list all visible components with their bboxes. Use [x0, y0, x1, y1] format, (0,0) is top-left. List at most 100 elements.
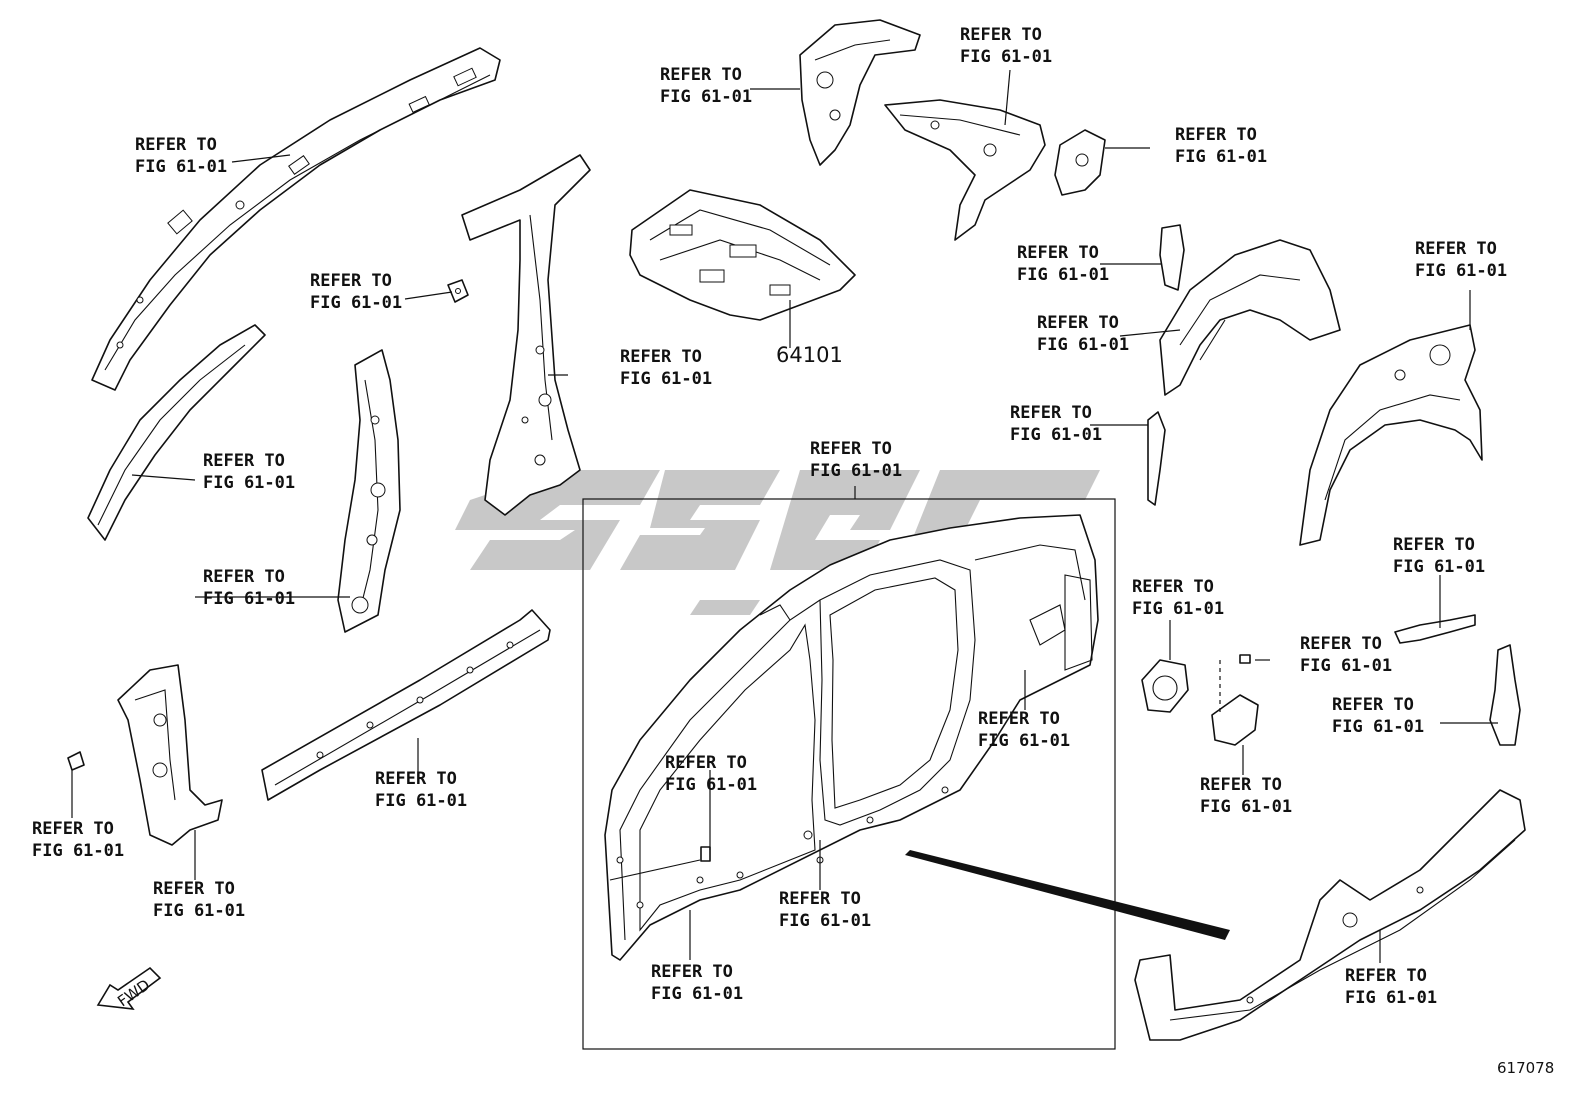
callout-line2: FIG 61-01 [1300, 656, 1392, 676]
center-pillar-reinforcement [337, 349, 401, 633]
callout-line1: REFER TO [620, 347, 702, 367]
callout-line1: REFER TO [1010, 403, 1092, 423]
callout-line1: REFER TO [1332, 695, 1414, 715]
callout-line2: FIG 61-01 [660, 87, 752, 107]
rocker-inner-panel [261, 609, 551, 801]
small-gusset [1159, 224, 1185, 291]
rear-quarter-lower [1134, 789, 1526, 1041]
callout-line2: FIG 61-01 [651, 984, 743, 1004]
callout-line1: REFER TO [1017, 243, 1099, 263]
callout-roof-rail-inner: REFER TO FIG 61-01 [203, 451, 295, 493]
callout-line1: REFER TO [203, 567, 285, 587]
callout-line2: FIG 61-01 [203, 589, 295, 609]
callout-line2: FIG 61-01 [1175, 147, 1267, 167]
center-pillar-outer [461, 154, 591, 516]
callout-line1: REFER TO [1415, 239, 1497, 259]
callout-wheel-house-outer: REFER TO FIG 61-01 [1415, 239, 1507, 281]
callout-bracket-b: REFER TO FIG 61-01 [32, 819, 124, 861]
callout-rocker-inner: REFER TO FIG 61-01 [375, 769, 467, 811]
rear-pillar-inner [884, 99, 1046, 241]
small-wavy-bracket [1394, 614, 1476, 644]
callout-line1: REFER TO [153, 879, 235, 899]
rear-lower-bracket [1489, 644, 1521, 746]
callout-clip-part: REFER TO FIG 61-01 [665, 753, 757, 795]
callout-wavy-bracket: REFER TO FIG 61-01 [1393, 535, 1485, 577]
callout-small-bracket: REFER TO FIG 61-01 [310, 271, 402, 313]
callout-rear-pillar-inner: REFER TO FIG 61-01 [960, 25, 1052, 67]
callout-line2: FIG 61-01 [810, 461, 902, 481]
callout-line2: FIG 61-01 [375, 791, 467, 811]
clip-part [700, 846, 711, 862]
callout-line2: FIG 61-01 [665, 775, 757, 795]
callout-line1: REFER TO [779, 889, 861, 909]
callout-line1: REFER TO [960, 25, 1042, 45]
callout-line2: FIG 61-01 [620, 369, 712, 389]
callout-center-pillar-reinf: REFER TO FIG 61-01 [203, 567, 295, 609]
small-bracket-a [447, 279, 469, 303]
callout-screw: REFER TO FIG 61-01 [1300, 634, 1392, 676]
callout-front-pillar-lower: REFER TO FIG 61-01 [153, 879, 245, 921]
callout-line2: FIG 61-01 [1037, 335, 1129, 355]
part-number-label: 64101 [776, 343, 843, 367]
callout-line1: REFER TO [203, 451, 285, 471]
callout-line1: REFER TO [1393, 535, 1475, 555]
callout-quarter-panel: REFER TO FIG 61-01 [978, 709, 1070, 751]
callout-line1: REFER TO [135, 135, 217, 155]
roof-side-rail [91, 47, 501, 391]
callout-line2: FIG 61-01 [1010, 425, 1102, 445]
callout-line2: FIG 61-01 [1017, 265, 1109, 285]
callout-line1: REFER TO [1345, 966, 1427, 986]
callout-line1: REFER TO [651, 962, 733, 982]
callout-fuel-housing: REFER TO FIG 61-01 [1132, 577, 1224, 619]
callout-line1: REFER TO [310, 271, 392, 291]
callout-small-gusset: REFER TO FIG 61-01 [1017, 243, 1109, 285]
callout-line1: REFER TO [665, 753, 747, 773]
screw-bolt [1239, 654, 1251, 664]
callout-line1: REFER TO [810, 439, 892, 459]
callout-line1: REFER TO [375, 769, 457, 789]
callout-line2: FIG 61-01 [779, 911, 871, 931]
callout-line2: FIG 61-01 [310, 293, 402, 313]
body-side-outer-panel [604, 514, 1099, 961]
roof-rail-inner [87, 324, 266, 541]
main-assembly-box [582, 498, 1116, 1050]
rocker-shading [905, 850, 1230, 940]
wheel-house-inner [1159, 239, 1341, 396]
callout-line2: FIG 61-01 [1393, 557, 1485, 577]
callout-line2: FIG 61-01 [1415, 261, 1507, 281]
callout-wheel-house-inner: REFER TO FIG 61-01 [1037, 313, 1129, 355]
front-pillar-lower [117, 664, 223, 846]
callout-line2: FIG 61-01 [153, 901, 245, 921]
callout-line2: FIG 61-01 [1200, 797, 1292, 817]
callout-front-rocker: REFER TO FIG 61-01 [651, 962, 743, 1004]
callout-line1: REFER TO [32, 819, 114, 839]
package-tray-panel [629, 189, 856, 321]
callout-rear-quarter-lower: REFER TO FIG 61-01 [1345, 966, 1437, 1008]
small-bracket-b [67, 751, 85, 771]
callout-line2: FIG 61-01 [203, 473, 295, 493]
callout-center-rocker: REFER TO FIG 61-01 [779, 889, 871, 931]
callout-line1: REFER TO [978, 709, 1060, 729]
rear-pillar-strip [1147, 411, 1166, 506]
callout-line2: FIG 61-01 [1345, 988, 1437, 1008]
callout-line2: FIG 61-01 [135, 157, 227, 177]
small-rear-bracket [1054, 129, 1106, 196]
callout-line1: REFER TO [1132, 577, 1214, 597]
callout-line2: FIG 61-01 [960, 47, 1052, 67]
drawing-number: 617078 [1497, 1059, 1554, 1077]
callout-rear-bracket-top: REFER TO FIG 61-01 [660, 65, 752, 107]
leader-lines [71, 69, 1498, 963]
fwd-arrow-icon: FWD [96, 966, 162, 1010]
callout-line2: FIG 61-01 [1132, 599, 1224, 619]
callout-line1: REFER TO [1200, 775, 1282, 795]
wheel-house-outer [1299, 324, 1483, 546]
fuel-filler-door [1211, 694, 1259, 746]
callout-center-pillar-outer: REFER TO FIG 61-01 [620, 347, 712, 389]
callout-roof-rail: REFER TO FIG 61-01 [135, 135, 227, 177]
callout-small-rear-bracket: REFER TO FIG 61-01 [1175, 125, 1267, 167]
callout-line1: REFER TO [1300, 634, 1382, 654]
rear-pillar-bracket [799, 19, 921, 166]
callout-line2: FIG 61-01 [1332, 717, 1424, 737]
callout-line2: FIG 61-01 [32, 841, 124, 861]
